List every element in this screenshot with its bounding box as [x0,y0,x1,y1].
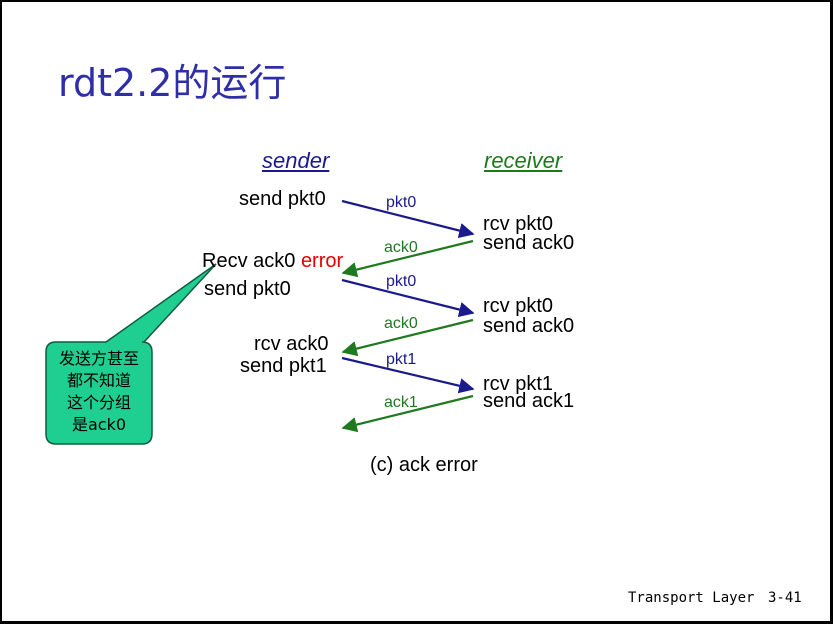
slide-title: rdt2.2的运行 [58,61,287,105]
receiver-rcv-pkt1: rcv pkt1 [483,373,554,395]
receiver-heading: receiver [484,148,563,173]
sender-recv-ack0-error: Recv ack0 error [202,251,343,271]
receiver-rcv-pkt0-1: rcv pkt0 [483,213,554,235]
pkt1-arrow [341,356,475,394]
error-text: error [300,250,344,272]
callout-text: 发送方甚至 都不知道 这个分组 是ack0 [46,348,152,436]
ack1-arrow [341,394,474,433]
callout-line-1: 发送方甚至 [58,349,139,368]
pkt0-arrow-2 [341,278,475,318]
callout-line-4: 是ack0 [71,415,127,434]
ack0-arrow-2 [341,318,474,357]
pkt0-arrow-1 [341,199,475,239]
msg-ack0-2: ack0 [384,315,418,332]
msg-ack0-1: ack0 [384,239,418,256]
callout-line-2: 都不知道 [66,371,131,390]
footer-course-label: Transport Layer [628,590,755,606]
receiver-send-ack0-2: send ack0 [483,315,575,337]
sender-send-pkt0-1: send pkt0 [239,188,326,210]
sender-heading: sender [262,148,330,173]
recv-ack0-text: Recv ack0 [202,250,296,272]
callout-bubble [45,263,217,445]
msg-pkt1: pkt1 [386,351,417,368]
msg-pkt0-2: pkt0 [386,273,417,290]
sender-send-pkt0-2: send pkt0 [204,278,291,300]
msg-ack1: ack1 [384,394,418,411]
msg-pkt0-1: pkt0 [386,194,417,211]
receiver-rcv-pkt0-2: rcv pkt0 [483,295,554,317]
diagram-caption: (c) ack error [370,454,478,476]
callout-line-3: 这个分组 [66,393,131,412]
receiver-send-ack1: send ack1 [483,390,575,412]
ack0-arrow-1 [341,239,474,278]
footer-slide-number: 3-41 [768,590,802,606]
receiver-send-ack0-1: send ack0 [483,232,575,254]
sender-rcv-ack0: rcv ack0 [254,333,329,355]
sender-send-pkt1: send pkt1 [240,355,327,377]
